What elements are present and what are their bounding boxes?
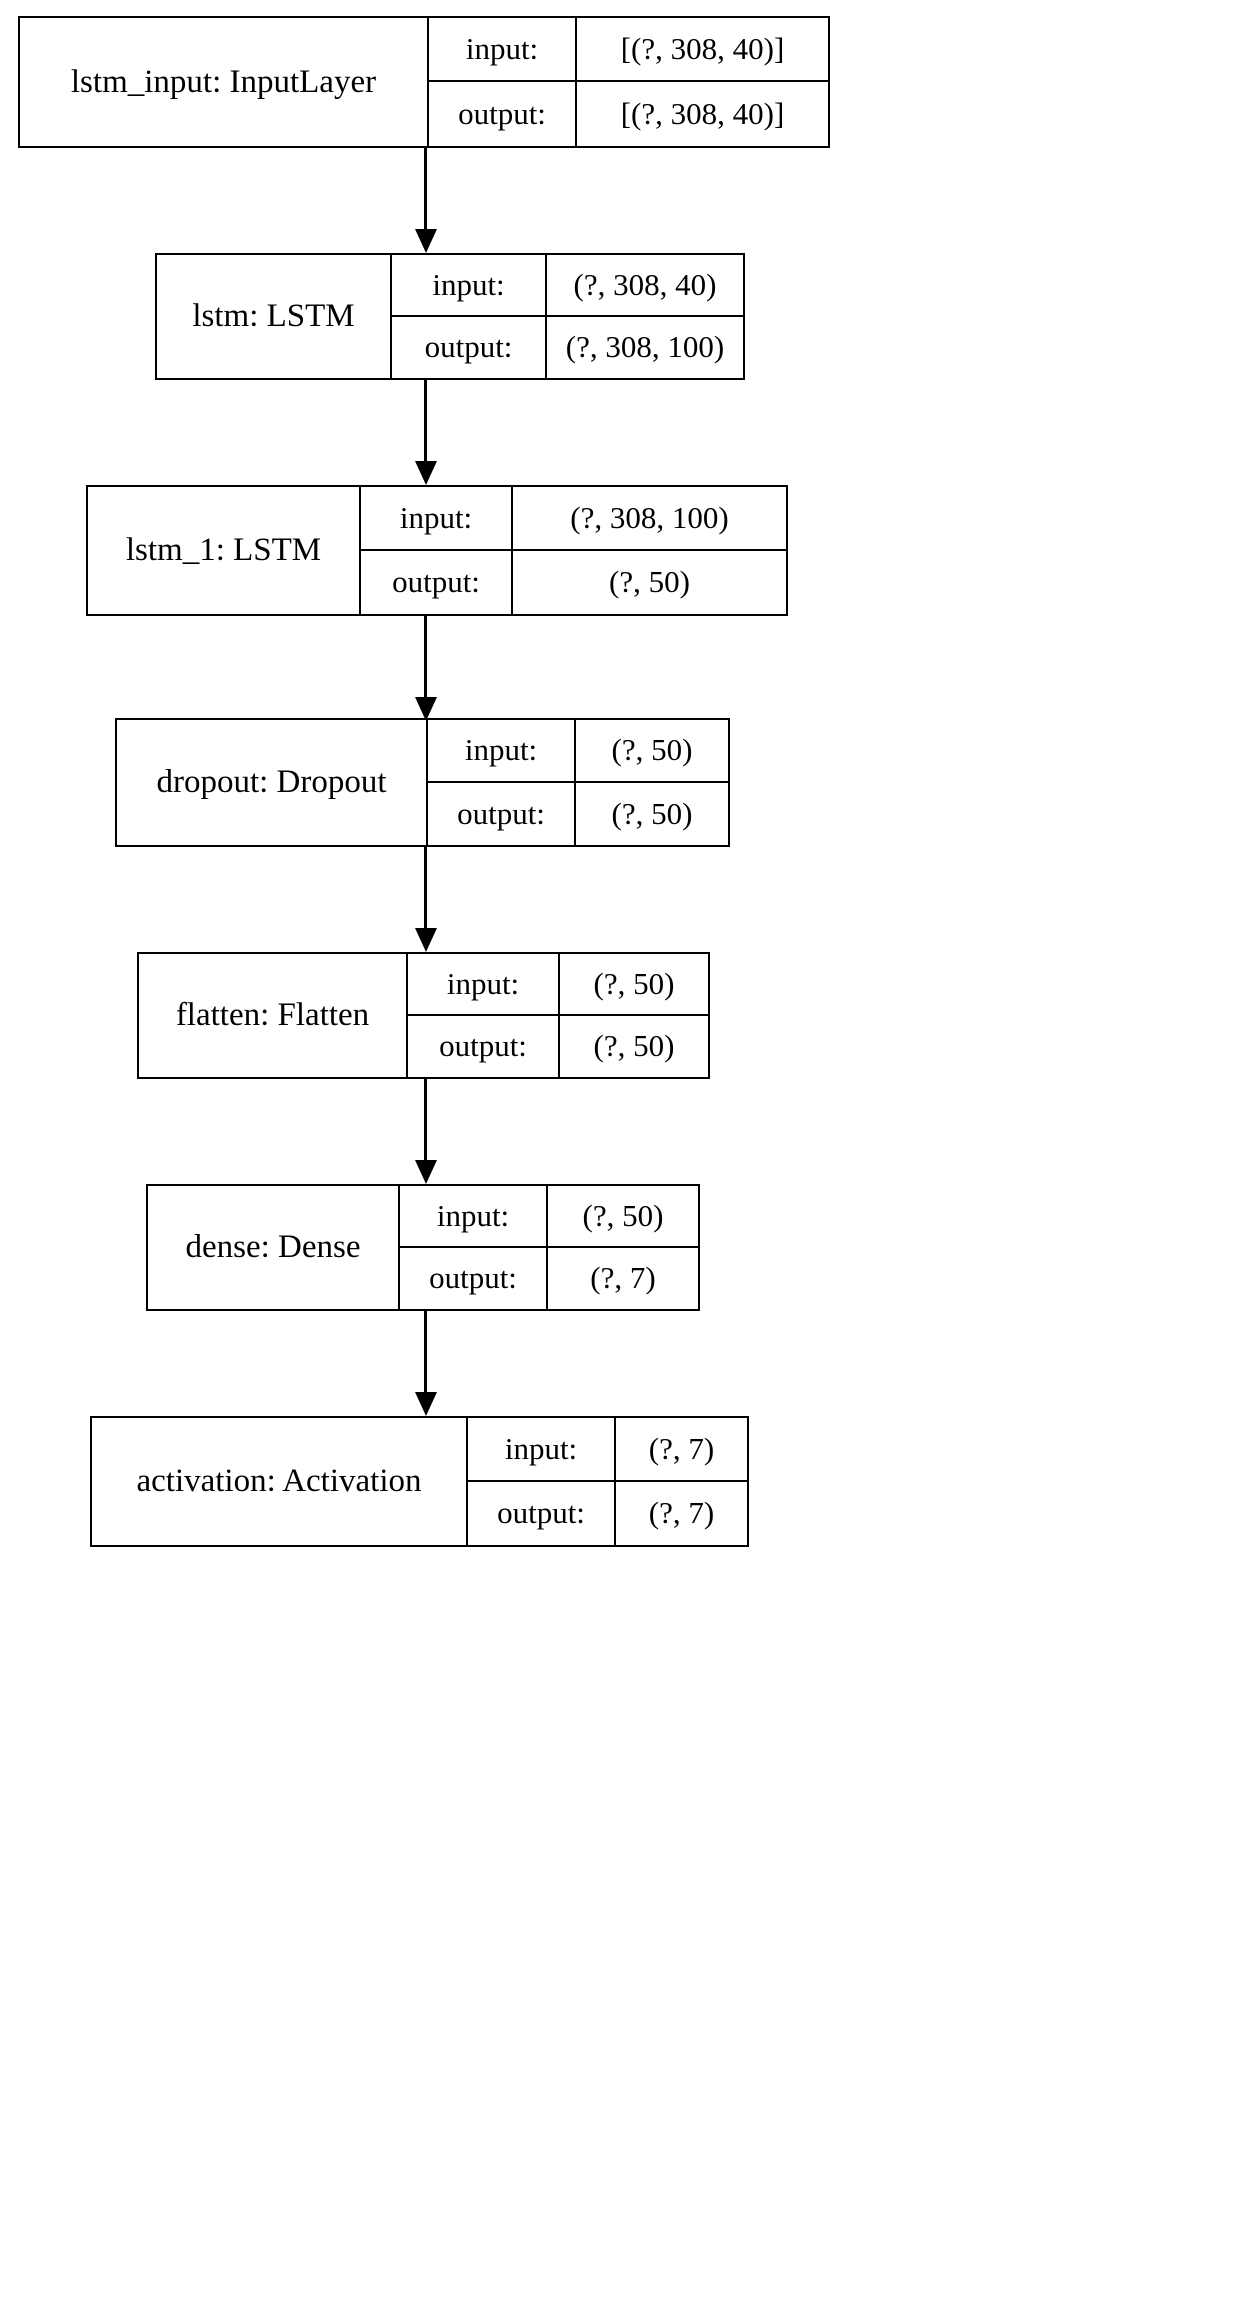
edge-line (424, 847, 427, 930)
io-shape-output: (?, 50) (611, 795, 693, 831)
edge-arrowhead-icon (415, 1160, 437, 1184)
edge-lstm-input-to-lstm (415, 148, 437, 253)
edge-arrowhead-icon (415, 229, 437, 253)
io-shape-output: (?, 7) (590, 1260, 656, 1296)
edge-lstm-1-to-dropout (415, 616, 437, 721)
node-label-dropout: dropout: Dropout (117, 720, 428, 845)
edge-flatten-to-dense (415, 1079, 437, 1184)
io-shape-input: (?, 50) (582, 1197, 664, 1233)
io-shape-input: (?, 308, 100) (570, 499, 729, 535)
node-io-activation: input: (?, 7) output: (?, 7) (468, 1418, 747, 1545)
edge-line (424, 616, 427, 699)
io-row-input: input: (?, 308, 100) (361, 487, 786, 551)
io-shape-output: (?, 7) (648, 1495, 715, 1531)
edge-line (424, 380, 427, 463)
io-label-output: output: (428, 782, 576, 845)
io-label-input: input: (428, 720, 576, 781)
io-row-output: output: (?, 50) (428, 782, 728, 845)
io-row-output: output: (?, 308, 100) (392, 316, 743, 378)
node-io-lstm-input: input: [(?, 308, 40)] output: [(?, 308, … (429, 18, 828, 146)
edge-arrowhead-icon (415, 928, 437, 952)
io-row-input: input: (?, 7) (468, 1418, 747, 1482)
io-label-output: output: (468, 1481, 616, 1545)
node-io-dropout: input: (?, 50) output: (?, 50) (428, 720, 728, 845)
edge-line (424, 1079, 427, 1162)
io-label-output: output: (429, 82, 577, 146)
io-row-output: output: (?, 7) (468, 1481, 747, 1545)
edge-dense-to-activation (415, 1311, 437, 1416)
node-dropout[interactable]: dropout: Dropout input: (?, 50) output: … (115, 718, 730, 847)
io-label-input: input: (468, 1418, 616, 1480)
io-shape-output: (?, 50) (609, 564, 690, 600)
io-shape-input: (?, 7) (648, 1430, 715, 1466)
io-row-input: input: (?, 50) (400, 1186, 698, 1248)
io-row-output: output: [(?, 308, 40)] (429, 82, 828, 146)
io-row-input: input: (?, 308, 40) (392, 255, 743, 317)
io-shape-output: (?, 308, 100) (565, 329, 725, 365)
io-shape-input: [(?, 308, 40)] (620, 31, 785, 66)
io-label-input: input: (408, 954, 560, 1014)
node-io-lstm: input: (?, 308, 40) output: (?, 308, 100… (392, 255, 743, 378)
node-lstm[interactable]: lstm: LSTM input: (?, 308, 40) output: (… (155, 253, 745, 380)
io-label-output: output: (400, 1247, 548, 1309)
io-shape-input: (?, 308, 40) (573, 266, 717, 302)
node-dense[interactable]: dense: Dense input: (?, 50) output: (?, … (146, 1184, 700, 1311)
io-shape-input: (?, 50) (593, 965, 675, 1001)
io-shape-output: [(?, 308, 40)] (620, 96, 785, 131)
io-shape-input: (?, 50) (611, 732, 693, 768)
io-label-input: input: (361, 487, 513, 549)
node-label-lstm: lstm: LSTM (157, 255, 392, 378)
edge-arrowhead-icon (415, 461, 437, 485)
io-label-input: input: (392, 255, 547, 315)
io-row-output: output: (?, 50) (408, 1015, 708, 1077)
io-row-input: input: (?, 50) (408, 954, 708, 1016)
node-io-lstm-1: input: (?, 308, 100) output: (?, 50) (361, 487, 786, 614)
io-label-input: input: (429, 18, 577, 80)
io-label-input: input: (400, 1186, 548, 1246)
node-io-flatten: input: (?, 50) output: (?, 50) (408, 954, 708, 1077)
edge-arrowhead-icon (415, 1392, 437, 1416)
edge-lstm-to-lstm-1 (415, 380, 437, 485)
io-shape-output: (?, 50) (593, 1028, 675, 1064)
node-label-flatten: flatten: Flatten (139, 954, 408, 1077)
io-row-output: output: (?, 7) (400, 1247, 698, 1309)
io-row-output: output: (?, 50) (361, 550, 786, 614)
node-activation[interactable]: activation: Activation input: (?, 7) out… (90, 1416, 749, 1547)
node-lstm-1[interactable]: lstm_1: LSTM input: (?, 308, 100) output… (86, 485, 788, 616)
node-io-dense: input: (?, 50) output: (?, 7) (400, 1186, 698, 1309)
node-label-dense: dense: Dense (148, 1186, 400, 1309)
node-label-activation: activation: Activation (92, 1418, 468, 1545)
io-row-input: input: (?, 50) (428, 720, 728, 783)
io-label-output: output: (392, 316, 547, 378)
node-flatten[interactable]: flatten: Flatten input: (?, 50) output: … (137, 952, 710, 1079)
node-lstm-input[interactable]: lstm_input: InputLayer input: [(?, 308, … (18, 16, 830, 148)
edge-line (424, 1311, 427, 1394)
edge-line (424, 148, 427, 231)
node-label-lstm-1: lstm_1: LSTM (88, 487, 361, 614)
io-label-output: output: (408, 1015, 560, 1077)
node-label-lstm-input: lstm_input: InputLayer (20, 18, 429, 146)
edge-dropout-to-flatten (415, 847, 437, 952)
io-label-output: output: (361, 550, 513, 614)
io-row-input: input: [(?, 308, 40)] (429, 18, 828, 82)
